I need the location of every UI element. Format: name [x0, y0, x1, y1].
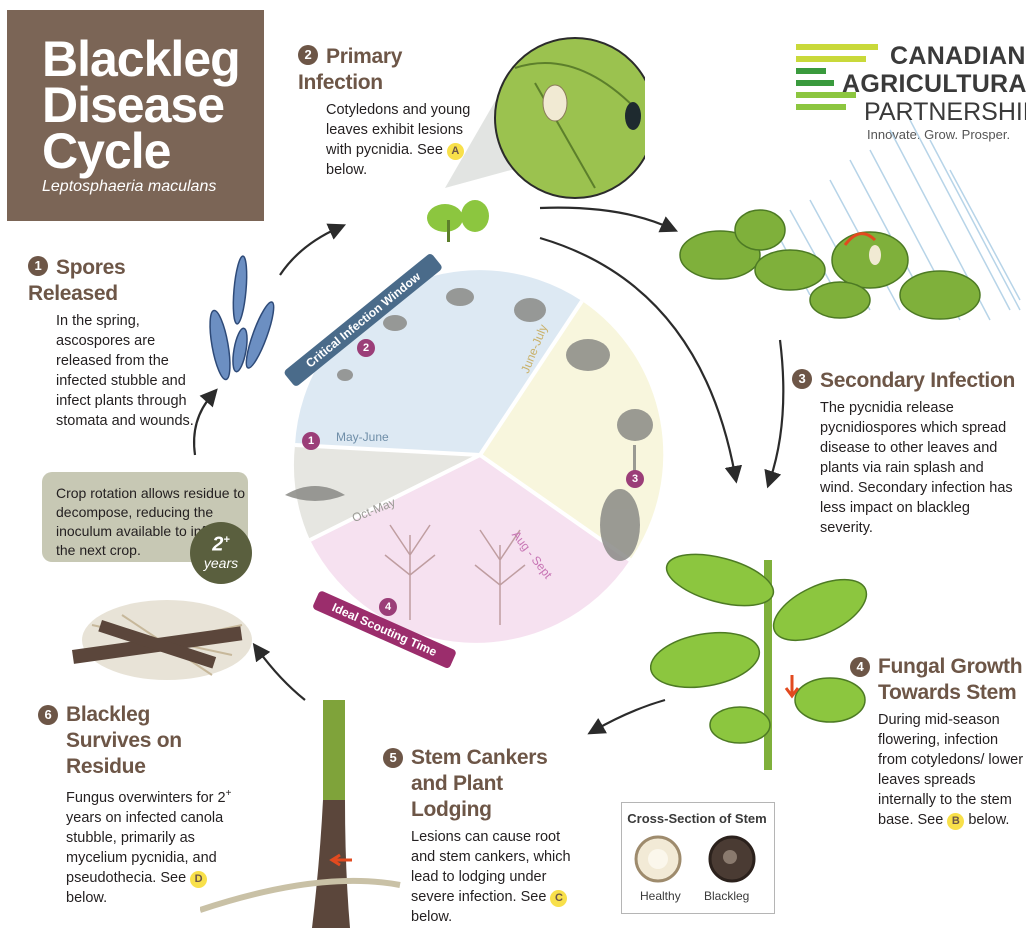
residue-stubble-illustration	[62, 595, 252, 690]
badge-d: D	[190, 871, 207, 888]
step-number-1: 1	[28, 256, 48, 276]
step-3-title: Secondary Infection	[820, 369, 1015, 392]
ascospores-icon	[200, 250, 290, 390]
step-fungal-growth: 4 Fungal Growth Towards Stem During mid-s…	[850, 654, 1026, 830]
step-5-see-suffix: below.	[411, 909, 452, 925]
secondary-infection-plants	[660, 195, 1000, 340]
badge-c: C	[550, 890, 567, 907]
step-6-see: See	[160, 870, 186, 886]
step-2-see: See	[417, 142, 443, 158]
step-5-text: Lesions can cause root and stem cankers,…	[411, 829, 571, 905]
step-number-6: 6	[38, 705, 58, 725]
step-6-see-suffix: below.	[66, 890, 107, 906]
step-4-title: Fungal Growth Towards Stem	[878, 654, 1026, 706]
step-2-see-suffix: below.	[326, 162, 367, 178]
step-6-sup: +	[226, 788, 232, 799]
healthy-label: Healthy	[640, 889, 681, 903]
step-survives-residue: 6 Blackleg Survives on Residue Fungus ove…	[38, 702, 248, 908]
years-sup: +	[223, 534, 229, 546]
step-5-title: Stem Cankers and Plant Lodging	[411, 745, 583, 823]
badge-a: A	[447, 143, 464, 160]
step-4-see: See	[918, 812, 944, 828]
mature-plant-illustration	[650, 550, 870, 770]
stem-cross-section-icons	[630, 833, 770, 885]
years-label: years	[190, 555, 252, 571]
step-number-3: 3	[792, 369, 812, 389]
years-badge: 2+ years	[190, 522, 252, 584]
step-number-5: 5	[383, 748, 403, 768]
step-6-title: Blackleg Survives on Residue	[66, 702, 236, 780]
step-4-see-suffix: below.	[968, 812, 1009, 828]
blackleg-label: Blackleg	[704, 889, 749, 903]
cross-section-title: Cross-Section of Stem	[621, 811, 773, 826]
badge-b: B	[947, 813, 964, 830]
step-number-4: 4	[850, 657, 870, 677]
years-number: 2	[212, 534, 223, 556]
step-5-see: See	[521, 889, 547, 905]
step-4-text: During mid-season flowering, infection f…	[878, 712, 1023, 828]
step-number-2: 2	[298, 45, 318, 65]
step-secondary-infection: 3 Secondary Infection The pycnidia releas…	[792, 368, 1024, 538]
step-3-text: The pycnidia release pycnidiospores whic…	[820, 398, 1020, 538]
step-1-text: In the spring, ascospores are released f…	[56, 311, 206, 431]
step-stem-cankers: 5 Stem Cankers and Plant Lodging Lesions …	[383, 745, 583, 927]
step-6-text: Fungus overwinters for 2	[66, 790, 226, 806]
